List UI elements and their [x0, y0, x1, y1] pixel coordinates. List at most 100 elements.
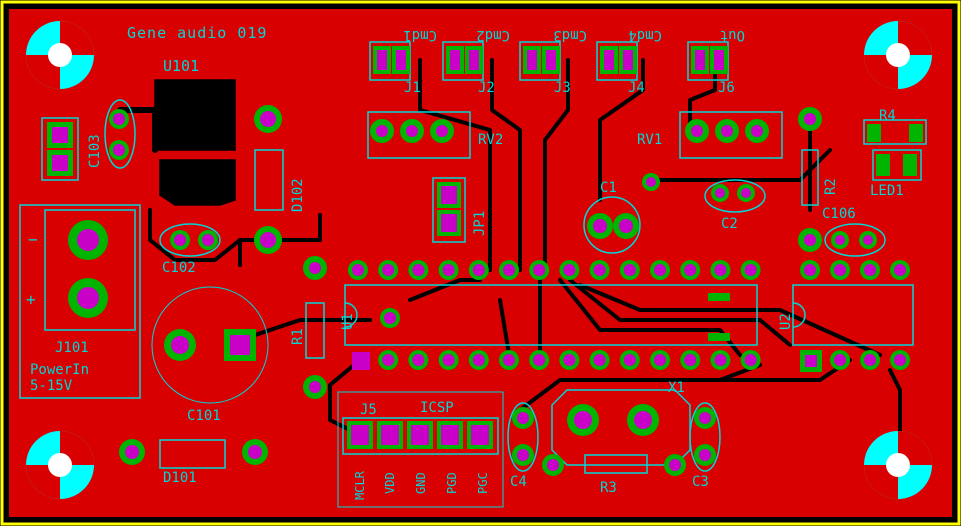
square-pad — [407, 421, 433, 449]
label-j6: J6 — [718, 80, 735, 96]
round-pad — [890, 350, 910, 370]
label-mclr: MCLR — [353, 470, 367, 500]
square-pad — [467, 421, 493, 449]
label-c101: C101 — [187, 408, 221, 424]
label-r2: R2 — [823, 178, 839, 195]
round-pad — [170, 230, 190, 250]
round-pad — [380, 308, 400, 328]
round-pad — [68, 278, 108, 318]
round-pad — [619, 350, 640, 370]
labels: Gene audio 019 U101 C103 D102 C102 J101 … — [26, 24, 904, 500]
square-pad — [465, 46, 483, 74]
square-pad — [437, 421, 463, 449]
round-pad — [650, 260, 670, 280]
square-pad — [600, 46, 618, 74]
round-pad — [438, 350, 459, 370]
label-gnd: GND — [414, 472, 428, 494]
round-pad — [400, 119, 424, 143]
round-pad — [468, 350, 489, 370]
label-u1: U1 — [340, 313, 356, 330]
round-pad — [378, 350, 399, 370]
round-pad — [119, 439, 145, 465]
round-pad — [348, 260, 368, 280]
round-pad — [468, 260, 489, 280]
round-pad — [830, 260, 850, 280]
round-pad — [438, 260, 459, 280]
mounting-hole-top-right — [864, 21, 932, 89]
round-pad — [512, 407, 534, 429]
pads — [47, 46, 923, 476]
round-pad — [303, 375, 327, 399]
label-vdd: VDD — [383, 472, 397, 494]
label-icsp: ICSP — [420, 400, 454, 416]
round-pad — [542, 454, 564, 476]
round-pad — [650, 350, 670, 370]
round-pad — [589, 350, 610, 370]
round-pad — [860, 260, 880, 280]
round-pad — [254, 226, 282, 254]
label-j3: J3 — [554, 80, 571, 96]
label-cmd4: Cmd4 — [628, 27, 662, 43]
label-plus: + — [26, 290, 36, 309]
square-pad — [710, 46, 728, 74]
round-pad — [664, 454, 686, 476]
square-pad — [347, 421, 373, 449]
round-pad — [694, 444, 716, 466]
label-pgd: PGD — [445, 472, 459, 494]
round-pad — [613, 213, 639, 239]
round-pad — [642, 173, 660, 191]
label-r3: R3 — [600, 480, 617, 496]
round-pad — [529, 260, 550, 280]
label-x1: X1 — [668, 380, 685, 396]
round-pad — [859, 231, 877, 249]
round-pad — [715, 119, 739, 143]
round-pad — [740, 260, 761, 280]
round-pad — [737, 184, 755, 202]
round-pad — [589, 260, 610, 280]
round-pad — [860, 350, 880, 370]
round-pad — [627, 404, 659, 436]
label-minus: − — [28, 230, 38, 249]
label-c3: C3 — [692, 474, 709, 490]
label-c1: C1 — [600, 180, 617, 196]
label-u101: U101 — [163, 57, 199, 75]
round-pad — [710, 260, 731, 280]
label-cmd2: Cmd2 — [476, 27, 510, 43]
label-cmd1: Cmd1 — [403, 27, 437, 43]
round-pad — [587, 213, 613, 239]
round-pad — [619, 260, 640, 280]
round-pad — [499, 350, 519, 370]
square-pad — [377, 421, 403, 449]
round-pad — [745, 119, 769, 143]
round-pad — [711, 184, 729, 202]
round-pad — [378, 260, 399, 280]
label-j5: J5 — [360, 402, 377, 418]
round-pad — [710, 350, 731, 370]
square-pad — [542, 46, 560, 74]
label-c102: C102 — [162, 260, 196, 276]
label-rv1: RV1 — [637, 132, 662, 148]
mounting-holes — [26, 21, 932, 499]
label-led1: LED1 — [870, 183, 904, 199]
round-pad — [254, 105, 282, 133]
round-pad — [798, 228, 822, 252]
round-pad — [109, 140, 129, 160]
label-u2: U2 — [778, 313, 794, 330]
round-pad — [694, 407, 716, 429]
round-pad — [68, 220, 108, 260]
label-r4: R4 — [879, 108, 896, 124]
label-power-range: 5-15V — [30, 378, 73, 394]
round-pad — [559, 260, 580, 280]
mounting-hole-bottom-left — [26, 431, 94, 499]
label-j4: J4 — [628, 80, 645, 96]
square-pad — [446, 46, 464, 74]
mounting-hole-bottom-right — [864, 431, 932, 499]
round-pad — [164, 329, 196, 361]
round-pad — [740, 350, 761, 370]
round-pad — [830, 350, 850, 370]
round-pad — [512, 444, 534, 466]
square-pad — [523, 46, 541, 74]
round-pad — [831, 231, 849, 249]
round-pad — [685, 119, 709, 143]
round-pad — [798, 107, 822, 131]
